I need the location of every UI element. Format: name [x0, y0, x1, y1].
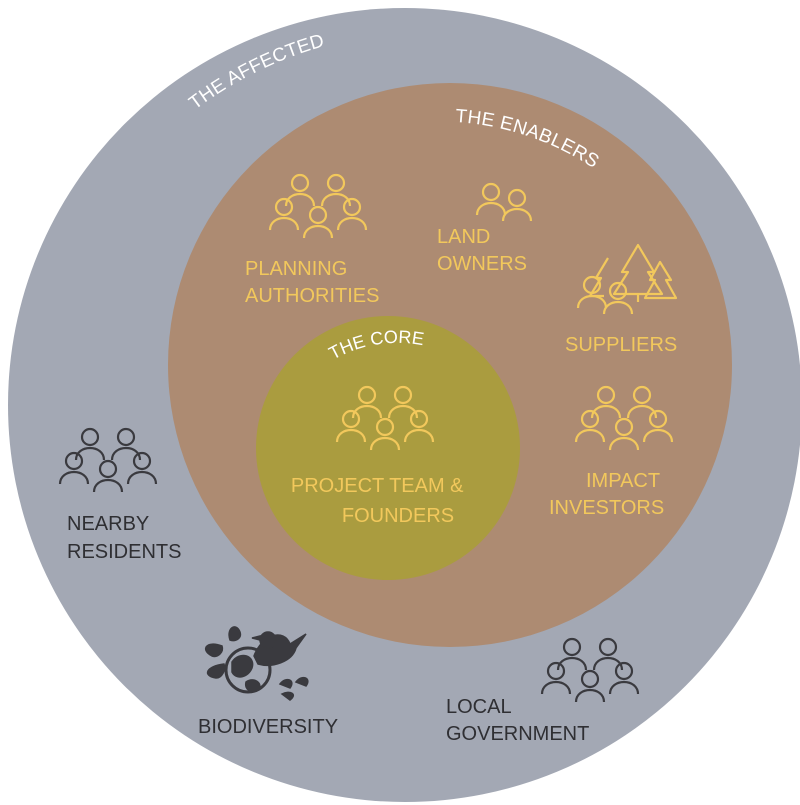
planning-authorities-label: PLANNING AUTHORITIES — [245, 258, 379, 307]
suppliers-label: SUPPLIERS — [565, 334, 677, 356]
core-circle — [256, 316, 520, 580]
project-team-label: PROJECT TEAM & FOUNDERS — [291, 475, 469, 527]
biodiversity-label: BIODIVERSITY — [198, 716, 338, 738]
bird-globe-icon — [204, 626, 309, 701]
local-government-label: LOCAL GOVERNMENT — [446, 696, 589, 745]
land-owners-label: LAND OWNERS — [437, 226, 527, 275]
impact-investors-label: IMPACT INVESTORS — [549, 470, 665, 519]
nearby-residents-label: NEARBY RESIDENTS — [67, 513, 181, 563]
